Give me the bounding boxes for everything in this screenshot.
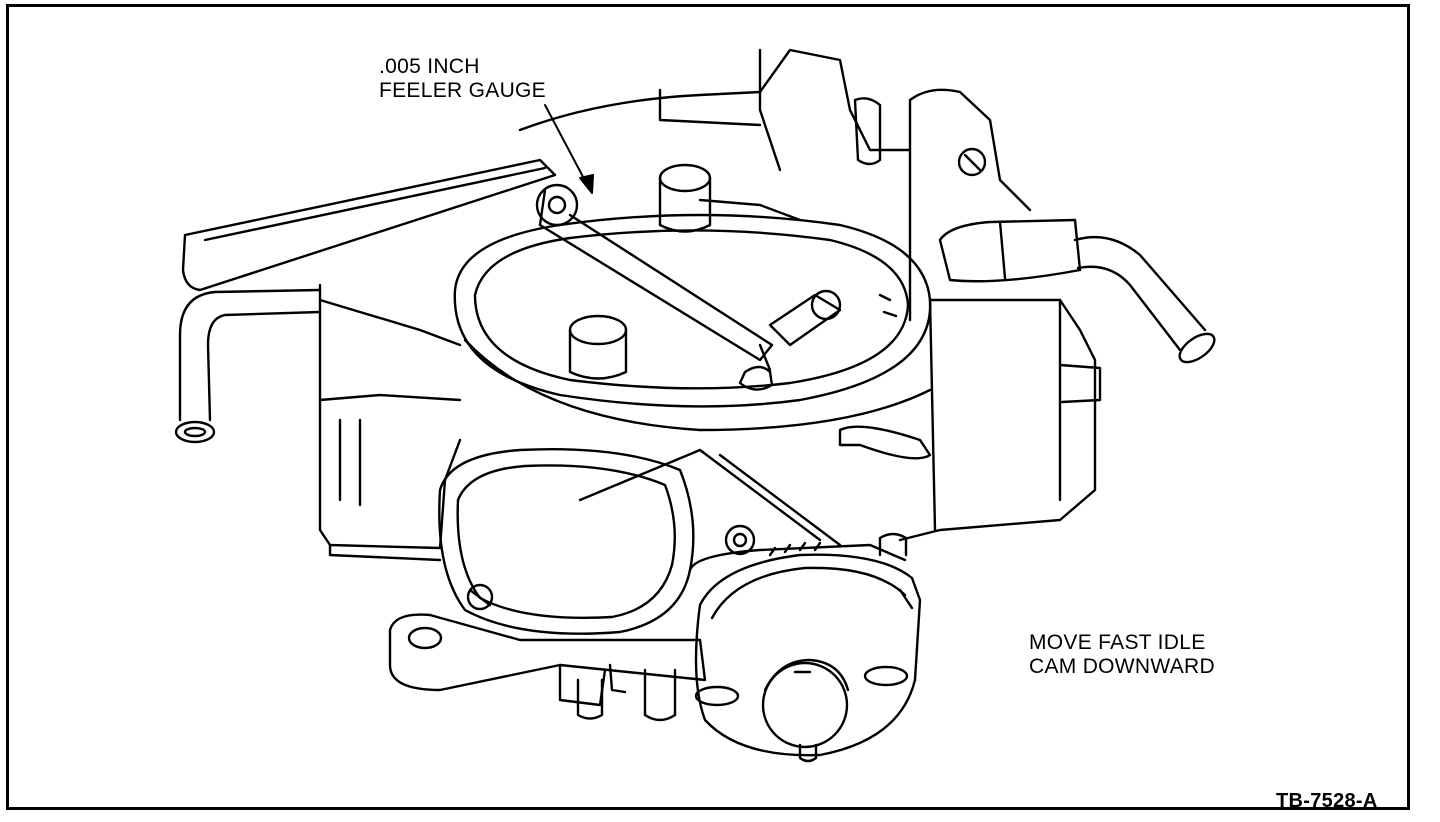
figure-id: TB-7528-A (1276, 790, 1378, 812)
fast-idle-cam-label-line1: MOVE FAST IDLE (1029, 631, 1206, 654)
carburetor-body (318, 88, 1102, 562)
vent-tube (1073, 236, 1216, 364)
venturi-flange (453, 213, 932, 432)
mounting-flange (388, 613, 707, 722)
fast-idle-cam-label-line2: CAM DOWNWARD (1029, 655, 1215, 678)
feeler-gauge-label-line2: FEELER GAUGE (379, 79, 546, 102)
fast-idle-cam-label: MOVE FAST IDLE CAM DOWNWARD (1029, 631, 1215, 679)
choke-diaphragm (688, 532, 922, 763)
feeler-gauge-label: .005 INCH FEELER GAUGE (379, 55, 546, 103)
float-bowl-cover (438, 447, 756, 635)
feeler-gauge-leader (544, 104, 594, 194)
feeler-gauge-label-line1: .005 INCH (379, 55, 480, 78)
air-horn (518, 48, 912, 233)
feeler-gauge (181, 158, 774, 362)
fuel-inlet-tube (174, 288, 322, 444)
throttle-linkage (578, 289, 932, 547)
